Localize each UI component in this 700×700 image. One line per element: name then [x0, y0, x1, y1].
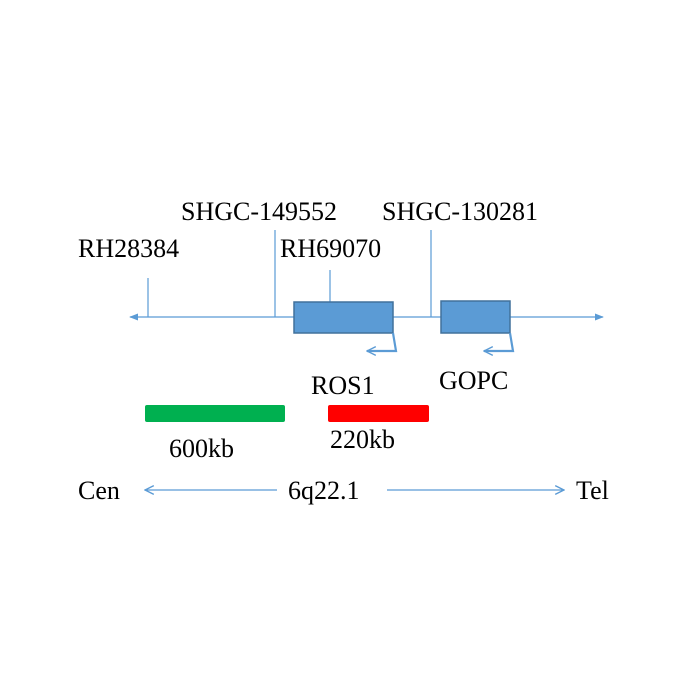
marker-label-rh69070: RH69070: [280, 234, 381, 263]
marker-label-shgc130281: SHGC-130281: [382, 197, 538, 226]
gene-box-ros1: [293, 301, 394, 334]
orientation-label-cen: Cen: [78, 476, 120, 505]
gene-box-gopc: [440, 300, 511, 334]
ros1-direction-arrow-icon: [367, 332, 398, 351]
scale-bar-600kb: [145, 405, 285, 422]
orientation-label-tel: Tel: [576, 476, 609, 505]
marker-label-rh28384: RH28384: [78, 234, 179, 263]
scale-bar-220kb: [328, 405, 429, 422]
orientation-label-band: 6q22.1: [288, 476, 360, 505]
gene-label-ros1: ROS1: [311, 371, 375, 400]
gopc-direction-arrow-icon: [484, 332, 515, 351]
scale-bar-220kb-label: 220kb: [330, 425, 395, 454]
scale-bar-600kb-label: 600kb: [169, 434, 234, 463]
gene-label-gopc: GOPC: [439, 366, 508, 395]
marker-label-shgc149552: SHGC-149552: [181, 197, 337, 226]
